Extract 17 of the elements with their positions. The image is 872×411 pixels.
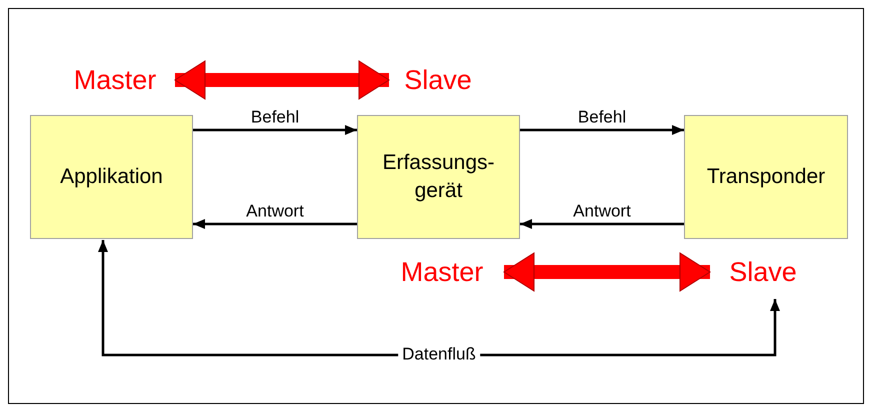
- process-box: [30, 115, 193, 239]
- double-arrow: [174, 60, 390, 100]
- arrow: [193, 219, 357, 229]
- process-box: [684, 115, 848, 239]
- box-label: Erfassungs- gerät: [381, 150, 496, 204]
- arrow: [520, 125, 684, 135]
- box-label: Transponder: [706, 164, 826, 190]
- arrow: [193, 125, 357, 135]
- arrow: [520, 219, 684, 229]
- process-box: [357, 115, 520, 239]
- role-label: Slave: [729, 256, 797, 288]
- box-label: Applikation: [60, 164, 163, 190]
- role-label: Slave: [404, 64, 472, 96]
- double-arrow: [504, 252, 710, 292]
- double-arrow: [98, 240, 780, 356]
- role-label: Master: [74, 64, 156, 96]
- role-label: Master: [400, 256, 484, 288]
